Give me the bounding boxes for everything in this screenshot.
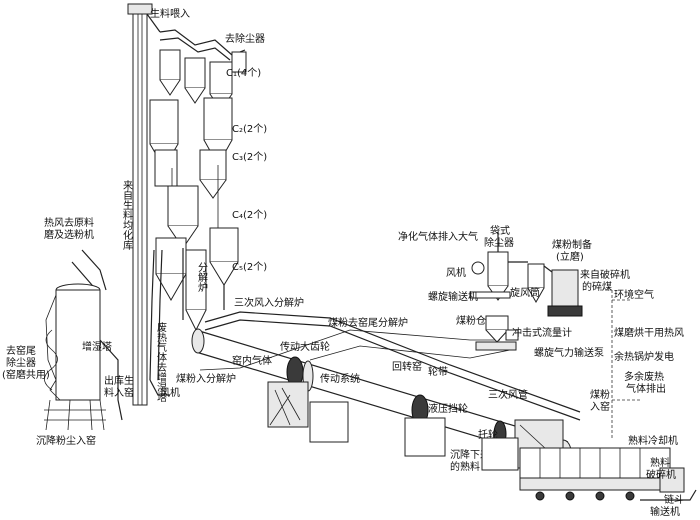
precalciner-label: 分解炉 (196, 262, 208, 293)
raw-outlet-label-2: 料入窑 (104, 386, 134, 399)
kiln-tail-dust-label-2: 除尘器 (6, 356, 36, 369)
kiln-tail-dust-label-1: 去窑尾 (6, 344, 36, 357)
kiln-piers (267, 381, 519, 471)
bag-filter-label-2: 除尘器 (484, 236, 514, 249)
coal-mill-drying-label: 煤磨烘干用热风 (614, 326, 684, 339)
kiln-tail-dust-label-3: (窑磨共用) (2, 368, 50, 381)
exhaust-ducts (600, 289, 640, 440)
coal-to-kiln-label-1: 煤粉 (590, 388, 610, 401)
hot-air-label-1: 热风去原料 (44, 216, 94, 229)
transmission-gear-label: 传动大齿轮 (280, 340, 330, 353)
kiln-gas-label: 窑内气体 (232, 354, 272, 367)
coal-pipes (199, 329, 511, 371)
excess-gas-label-2: 气体排出 (626, 382, 666, 395)
clinker-crusher-label-2: 破碎机 (646, 468, 676, 481)
clinker-cooler (519, 447, 697, 501)
falling-clinker-label-1: 沉降下来 (450, 448, 490, 461)
bucket-conveyor-label-2: 输送机 (650, 505, 680, 518)
preheater-tower (149, 29, 247, 332)
screw-conveyor-label: 螺旋输送机 (428, 290, 478, 303)
tertiary-duct-label: 三次风管 (488, 388, 528, 401)
c2-label: C₂(2个) (232, 123, 267, 135)
coal-to-kiln-tail-label: 煤粉去窑尾分解炉 (328, 316, 408, 329)
screw-pump-label: 螺旋气力输送泵 (534, 346, 604, 359)
cyclone-label: 旋风筒 (510, 286, 540, 299)
coal-to-calciner-label: 煤粉入分解炉 (176, 372, 236, 385)
coal-mill-system (469, 232, 583, 351)
from-raw-homogenizing-label: 来自生料均化库 (121, 180, 133, 251)
falling-clinker-label-2: 的熟料 (450, 460, 480, 473)
to-dust-collector-label: 去除尘器 (225, 32, 265, 45)
clinker-cooler-label: 熟料冷却机 (628, 434, 678, 447)
coal-prep-label-2: (立磨) (556, 250, 584, 263)
rotary-kiln-label: 回转窑 (392, 360, 422, 373)
bag-filter-label-1: 袋式 (490, 224, 510, 237)
hydraulic-thrust-label: 液压挡轮 (428, 402, 468, 415)
conditioning-tower-label: 增湿塔 (82, 340, 112, 353)
crushed-coal-label-1: 来自破碎机 (580, 268, 630, 281)
boiler-power-label: 余热锅炉发电 (614, 350, 674, 363)
raw-meal-elevator (127, 3, 161, 406)
conditioning-tower (44, 249, 123, 431)
fan-label: 风机 (160, 386, 180, 399)
coal-bin-label: 煤粉仓 (456, 314, 486, 327)
c4-label: C₄(2个) (232, 209, 267, 221)
waste-gas-to-tower-label: 废热气体去增湿塔 (155, 321, 167, 403)
raw-feed-label: 生料喂入 (150, 7, 190, 20)
tertiary-air-duct (204, 311, 581, 421)
c2-c3-cyclones (149, 97, 233, 199)
tertiary-to-calciner-label: 三次风入分解炉 (234, 296, 304, 309)
hot-air-label-2: 磨及选粉机 (44, 228, 94, 241)
tire-label: 轮带 (428, 365, 448, 378)
c3-label: C₃(2个) (232, 151, 267, 163)
c4-c5-cyclones (155, 185, 239, 302)
coal-to-kiln-label-2: 入窑 (590, 400, 610, 413)
waste-gas-duct (149, 249, 170, 396)
impact-flowmeter-label: 冲击式流量计 (512, 326, 572, 339)
bucket-conveyor-label-1: 链斗 (664, 493, 684, 506)
c1-label: C₁(4个) (226, 67, 261, 79)
purified-gas-label: 净化气体排入大气 (398, 230, 478, 243)
settled-dust-label: 沉降粉尘入窑 (36, 434, 96, 447)
ambient-air-label: 环境空气 (614, 288, 654, 301)
clinker-crusher-label-1: 熟料 (650, 456, 670, 469)
crushed-coal-label-2: 的碎煤 (582, 280, 612, 293)
raw-outlet-label-1: 出库生 (104, 374, 134, 387)
coal-prep-label-1: 煤粉制备 (552, 238, 592, 251)
c5-label: C₅(2个) (232, 261, 267, 273)
excess-gas-label-1: 多余废热 (624, 370, 664, 383)
fan2-label: 风机 (446, 266, 466, 279)
transmission-system-label: 传动系统 (320, 372, 360, 385)
